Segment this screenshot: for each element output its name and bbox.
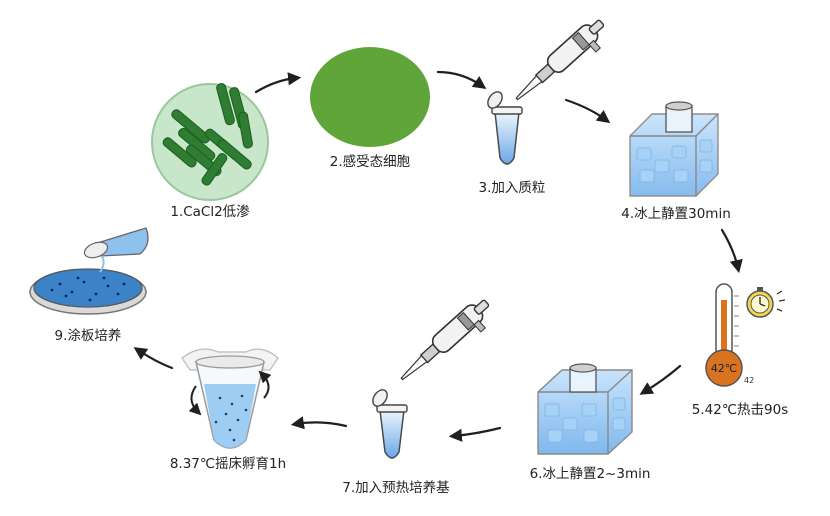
plating-dish-icon — [29, 227, 149, 315]
thermometer-small-label: 42 — [744, 376, 754, 385]
arrow-4-to-5 — [720, 228, 743, 274]
arrow-7-to-8 — [290, 416, 348, 430]
shaking-tube-icon — [181, 348, 279, 449]
arrow-8-to-9 — [133, 347, 174, 370]
thermometer-timer-icon: 42℃ 42 — [705, 283, 786, 387]
ice-box-icon — [537, 363, 633, 455]
step-9-label: 9.涂板培养 — [54, 328, 122, 344]
bacteria-dish-icon — [151, 83, 269, 201]
arrow-6-to-7 — [448, 426, 502, 442]
step-8-label: 8.37℃摇床孵育1h — [169, 456, 287, 472]
step-4-label: 4.冰上静置30min — [621, 206, 731, 222]
step-2-label: 2.感受态细胞 — [329, 154, 411, 170]
step-7-label: 7.加入预热培养基 — [342, 480, 450, 496]
competent-cells-icon — [310, 47, 430, 147]
pipette-tube-icon — [487, 19, 605, 165]
pipette-tube-icon — [372, 299, 490, 459]
step-5-label: 5.42℃热击90s — [691, 402, 789, 418]
ice-box-icon — [629, 101, 719, 197]
arrow-1-to-2 — [254, 72, 302, 94]
thermometer-reading: 42℃ — [711, 362, 737, 375]
flow-arrows — [133, 70, 743, 442]
step-6-label: 6.冰上静置2~3min — [529, 466, 651, 482]
arrow-2-to-3 — [436, 70, 487, 90]
step-1-label: 1.CaCl2低渗 — [170, 204, 250, 220]
arrow-3-to-4 — [564, 98, 611, 124]
step-3-label: 3.加入质粒 — [478, 180, 546, 196]
arrow-5-to-6 — [639, 364, 682, 395]
